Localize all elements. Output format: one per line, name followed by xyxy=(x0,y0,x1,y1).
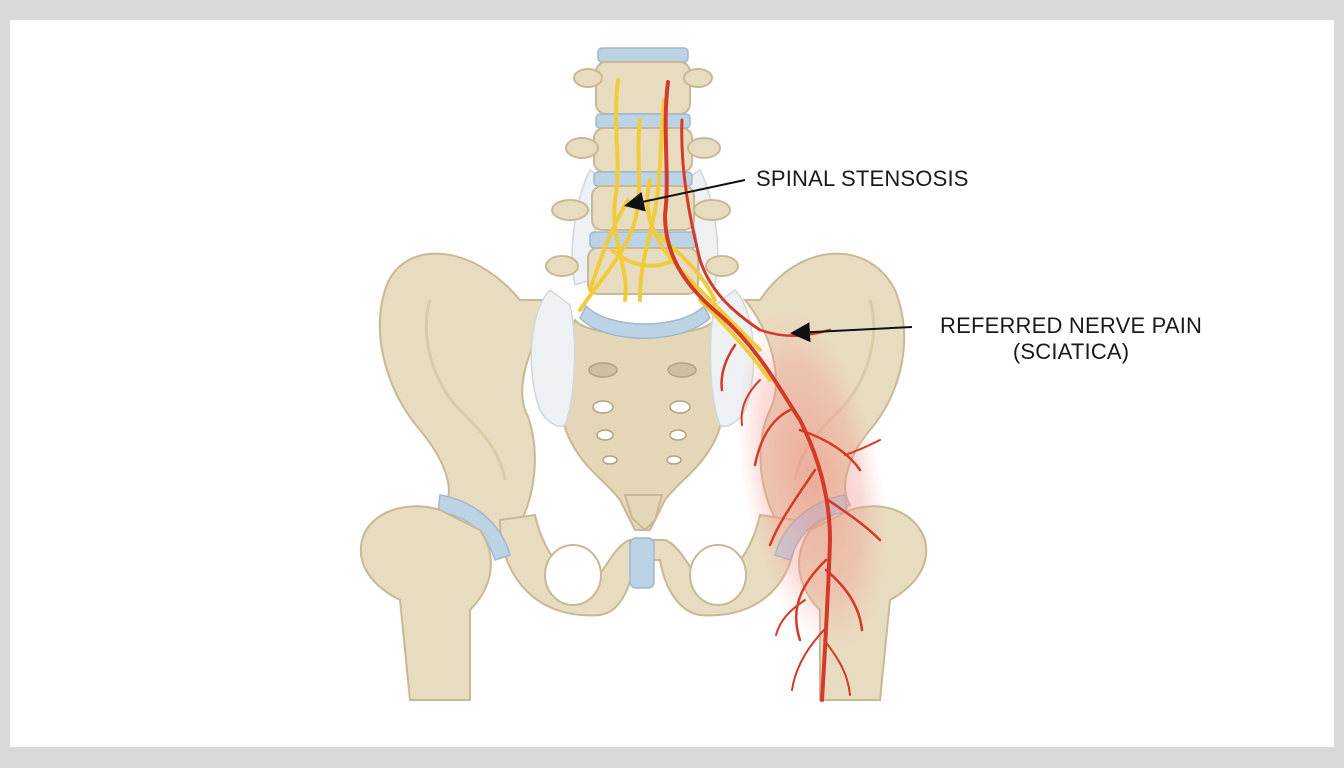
referred-nerve-pain-line2: (SCIATICA) xyxy=(1012,339,1130,364)
left-femur xyxy=(359,505,492,701)
stenosis-pointer-arrow xyxy=(624,179,746,212)
referred-pain-pointer-arrow xyxy=(790,322,913,343)
coccyx xyxy=(623,494,664,532)
sacrum xyxy=(559,317,726,531)
referred-nerve-pain-line1: REFERRED NERVE PAIN xyxy=(940,313,1203,338)
left-sacroiliac-ligament xyxy=(530,289,576,427)
referred-nerve-pain-label: REFERRED NERVE PAIN (SCIATICA) xyxy=(940,313,1202,365)
pubic-symphysis xyxy=(629,537,655,589)
pubic-ring xyxy=(498,513,797,617)
sciatic-nerve xyxy=(663,80,882,702)
spinal-nerve-roots xyxy=(578,78,772,382)
referred-pain-zone xyxy=(738,312,886,648)
spinal-stenosis-label: SPINAL STENSOSIS xyxy=(756,166,969,191)
left-ilium xyxy=(378,252,563,542)
left-hip-cartilage xyxy=(437,494,511,561)
